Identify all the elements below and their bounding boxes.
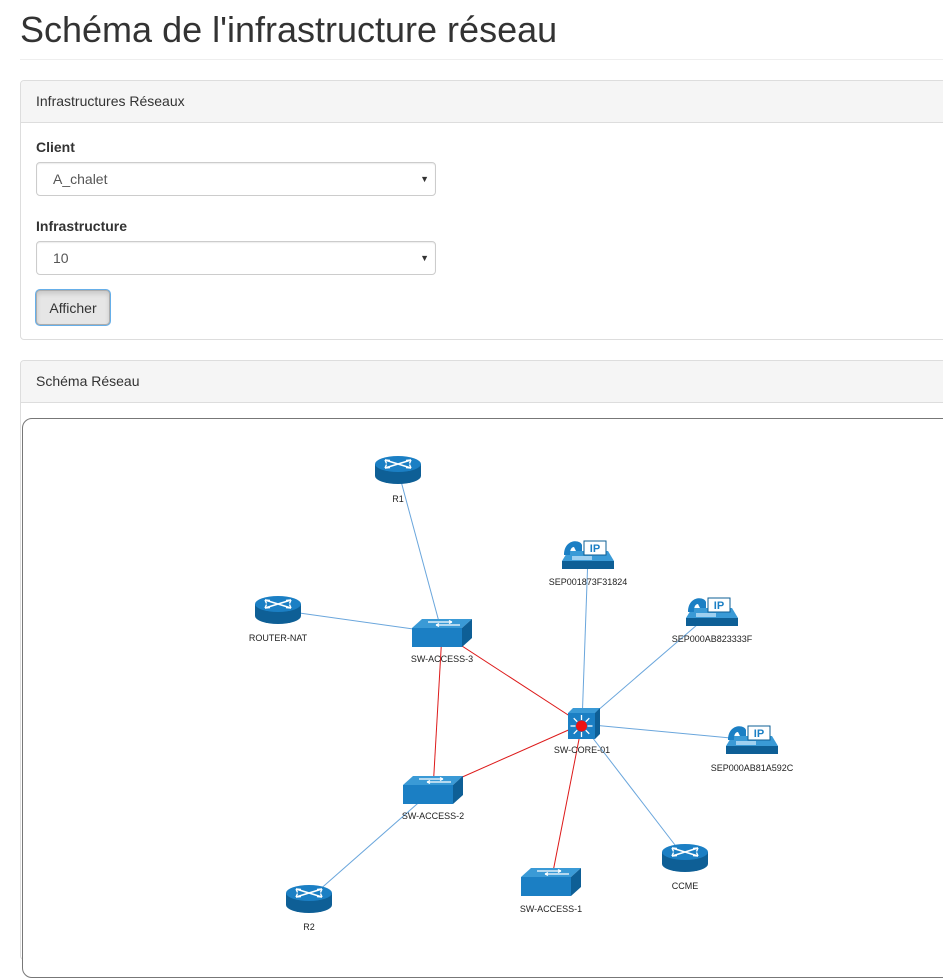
node-label-ccme: CCME xyxy=(672,881,699,891)
network-diagram-canvas[interactable]: R1ROUTER-NATSW-ACCESS-3IPSEP001873F31824… xyxy=(23,419,943,979)
node-label-r2: R2 xyxy=(303,922,315,932)
client-select[interactable]: A_chalet ▼ xyxy=(36,162,436,196)
client-select-value: A_chalet xyxy=(53,171,108,187)
infrastructure-select-value: 10 xyxy=(53,250,69,266)
caret-down-icon: ▼ xyxy=(420,174,429,184)
link-sw-access-3-sw-access-2 xyxy=(432,632,443,791)
node-label-sw-access-2: SW-ACCESS-2 xyxy=(402,811,464,821)
client-label: Client xyxy=(36,139,75,155)
svg-text:IP: IP xyxy=(754,728,764,740)
core-switch-icon[interactable] xyxy=(568,708,600,739)
router-icon[interactable] xyxy=(255,596,301,624)
link-r1-sw-access-3 xyxy=(397,469,443,634)
ip-phone-icon[interactable]: IP xyxy=(562,540,614,569)
node-label-sep001873f31824: SEP001873F31824 xyxy=(549,577,628,587)
router-icon[interactable] xyxy=(662,844,708,872)
ip-phone-icon[interactable]: IP xyxy=(686,597,738,626)
ip-phone-icon[interactable]: IP xyxy=(726,725,778,754)
link-sep000ab81a592c-sw-core-01 xyxy=(581,723,753,741)
title-divider xyxy=(20,59,943,60)
node-label-sep000ab81a592c: SEP000AB81A592C xyxy=(711,763,794,773)
node-label-r1: R1 xyxy=(392,494,404,504)
switch-icon[interactable] xyxy=(403,776,463,804)
links-layer xyxy=(277,469,753,900)
svg-text:IP: IP xyxy=(590,543,600,555)
schema-panel-heading: Schéma Réseau xyxy=(21,361,943,403)
link-ccme-sw-core-01 xyxy=(581,723,686,859)
switch-icon[interactable] xyxy=(521,868,581,896)
router-icon[interactable] xyxy=(286,885,332,913)
link-sep001873f31824-sw-core-01 xyxy=(581,554,589,725)
switch-icon[interactable] xyxy=(412,619,472,647)
node-label-sw-access-3: SW-ACCESS-3 xyxy=(411,654,473,664)
infrastructure-panel: Infrastructures Réseaux Client A_chalet … xyxy=(20,80,943,340)
infrastructure-panel-heading: Infrastructures Réseaux xyxy=(21,81,943,123)
router-icon[interactable] xyxy=(375,456,421,484)
nodes-layer: R1ROUTER-NATSW-ACCESS-3IPSEP001873F31824… xyxy=(249,456,794,932)
node-label-router-nat: ROUTER-NAT xyxy=(249,633,308,643)
link-sw-access-1-sw-core-01 xyxy=(550,723,583,883)
node-label-sw-core-01: SW-CORE-01 xyxy=(554,745,610,755)
node-label-sep000ab823333f: SEP000AB823333F xyxy=(672,634,753,644)
node-label-sw-access-1: SW-ACCESS-1 xyxy=(520,904,582,914)
infrastructure-label: Infrastructure xyxy=(36,218,128,234)
afficher-button[interactable]: Afficher xyxy=(36,290,110,325)
link-r2-sw-access-2 xyxy=(308,789,434,900)
page-title: Schéma de l'infrastructure réseau xyxy=(20,9,558,50)
link-sw-access-3-sw-core-01 xyxy=(441,632,583,725)
caret-down-icon: ▼ xyxy=(420,253,429,263)
svg-text:IP: IP xyxy=(714,600,724,612)
link-sep000ab823333f-sw-core-01 xyxy=(581,611,713,725)
infrastructure-select[interactable]: 10 ▼ xyxy=(36,241,436,275)
